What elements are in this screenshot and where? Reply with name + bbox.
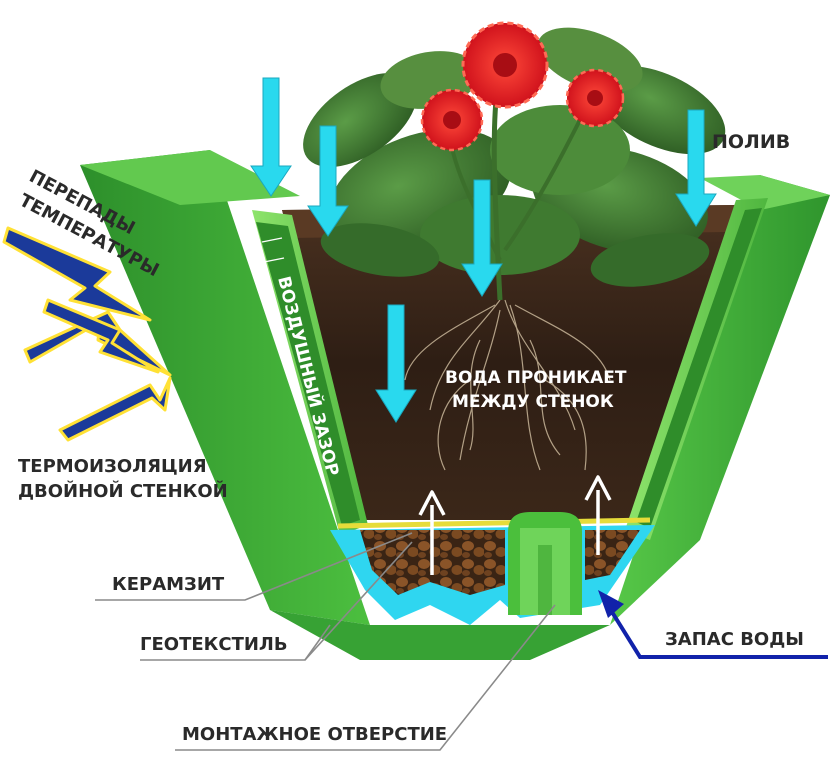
label-expanded-clay: КЕРАМЗИТ bbox=[112, 574, 225, 595]
pot-rim-left bbox=[80, 150, 300, 205]
label-water-penetrates-2: МЕЖДУ СТЕНОК bbox=[452, 392, 614, 412]
leaf bbox=[320, 223, 440, 277]
lightning-icon bbox=[42, 298, 160, 374]
leaf bbox=[590, 233, 710, 287]
mounting-tube bbox=[508, 512, 582, 615]
arrow-head bbox=[598, 590, 624, 618]
pot-outer-wall-right bbox=[610, 175, 830, 625]
capillary-arrows bbox=[418, 475, 612, 575]
plant-roots bbox=[404, 299, 611, 471]
up-arrow-icon bbox=[418, 490, 446, 575]
lightning-icon bbox=[58, 376, 172, 442]
down-arrow-icon bbox=[250, 77, 292, 197]
leaf bbox=[420, 195, 580, 275]
label-mounting-hole: МОНТАЖНОЕ ОТВЕРСТИЕ bbox=[182, 724, 447, 745]
down-arrow-icon bbox=[461, 179, 503, 297]
down-arrow-icon bbox=[675, 109, 717, 227]
pointer-line-geotextile-2 bbox=[304, 624, 331, 661]
gerbera-flower-icon bbox=[565, 68, 625, 128]
leaf bbox=[537, 27, 643, 93]
inner-wall-right-gap bbox=[636, 208, 762, 528]
pointer-line-expanded-clay bbox=[95, 532, 413, 601]
label-geotextile: ГЕОТЕКСТИЛЬ bbox=[140, 634, 288, 655]
geotextile-line bbox=[337, 517, 651, 529]
pot-body bbox=[80, 150, 830, 660]
gerbera-flower-icon bbox=[461, 21, 549, 109]
air-gap-markers bbox=[261, 237, 285, 263]
label-thermal-insulation-1: ТЕРМОИЗОЛЯЦИЯ bbox=[18, 456, 207, 477]
air-gap-strip bbox=[256, 222, 360, 526]
pointer-lines bbox=[95, 532, 556, 751]
label-water-penetrates-1: ВОДА ПРОНИКАЕТ bbox=[445, 368, 627, 388]
watering-arrows bbox=[250, 77, 717, 423]
temperature-lightning bbox=[2, 226, 172, 442]
label-watering: ПОЛИВ bbox=[712, 131, 790, 153]
water-reserve-arrow bbox=[598, 590, 828, 659]
pot-outer-wall-left bbox=[80, 150, 370, 625]
pot-bottom bbox=[270, 610, 610, 660]
label-thermal-insulation-2: ДВОЙНОЙ СТЕНКОЙ bbox=[18, 480, 228, 502]
down-arrow-icon bbox=[375, 304, 417, 423]
pot-rim-right bbox=[700, 175, 830, 210]
pointer-line-mounting-hole bbox=[175, 604, 556, 751]
leaf bbox=[490, 105, 630, 195]
down-arrow-icon bbox=[307, 125, 349, 237]
lightning-icon bbox=[2, 226, 152, 322]
label-water-reserve: ЗАПАС ВОДЫ bbox=[665, 629, 804, 650]
up-arrow-icon bbox=[584, 475, 612, 555]
gerbera-flower-icon bbox=[420, 88, 484, 152]
